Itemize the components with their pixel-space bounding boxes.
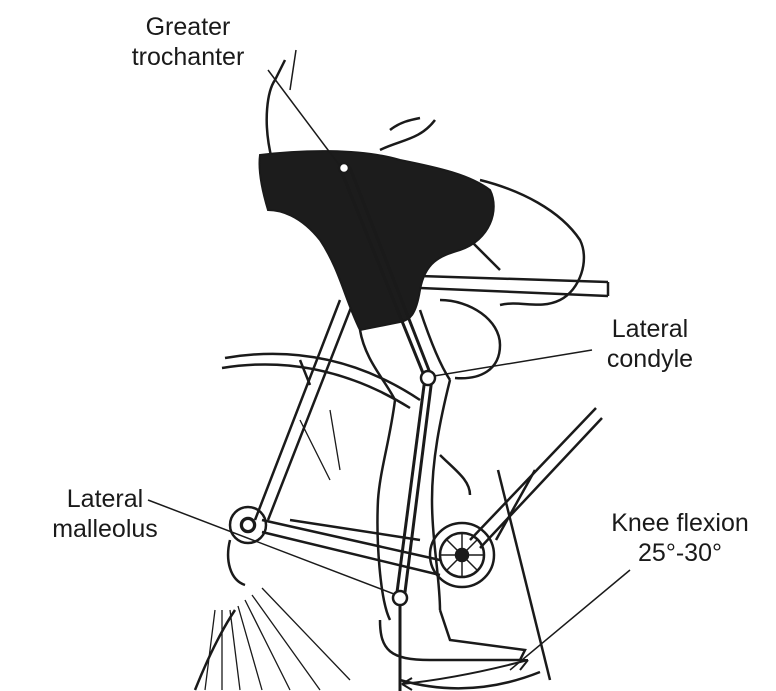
greater-trochanter-label: Greater trochanter [108, 12, 268, 72]
greater-trochanter-label-line1: Greater [108, 12, 268, 42]
rear-hub-marker [242, 519, 254, 531]
knee-flexion-label: Knee flexion 25°-30° [585, 508, 775, 568]
knee-flexion-label-line2: 25°-30° [585, 538, 775, 568]
lateral-malleolus-marker [393, 591, 407, 605]
lateral-malleolus-label-line1: Lateral [30, 484, 180, 514]
chainring [430, 523, 494, 587]
lateral-condyle-label-line2: condyle [580, 344, 720, 374]
leader-knee-flexion [510, 570, 630, 670]
lateral-condyle-marker [421, 371, 435, 385]
knee-flexion-label-line1: Knee flexion [585, 508, 775, 538]
lateral-malleolus-label-line2: malleolus [30, 514, 180, 544]
greater-trochanter-marker [339, 163, 349, 173]
lateral-malleolus-label: Lateral malleolus [30, 484, 180, 544]
lateral-condyle-label-line1: Lateral [580, 314, 720, 344]
down-tube [470, 408, 602, 548]
lateral-condyle-label: Lateral condyle [580, 314, 720, 374]
greater-trochanter-label-line2: trochanter [108, 42, 268, 72]
leader-lines [148, 50, 630, 670]
leader-lateral-condyle [434, 350, 592, 376]
